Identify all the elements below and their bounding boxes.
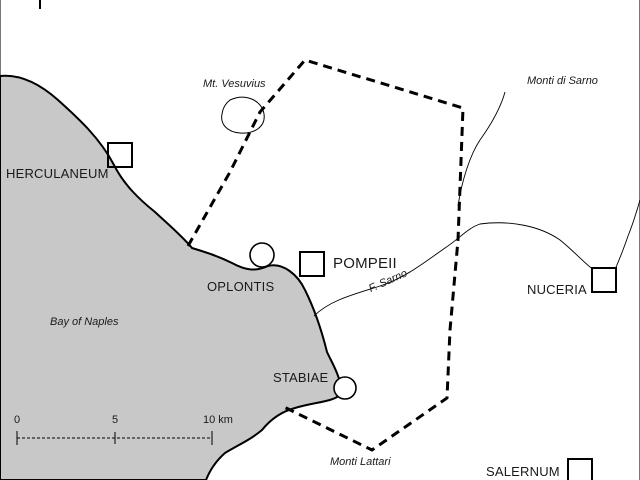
territory-boundary: [186, 58, 465, 452]
stabiae-circle-icon: [333, 376, 357, 400]
label-herculaneum: HERCULANEUM: [6, 166, 109, 181]
label-salernum: SALERNUM: [486, 464, 560, 479]
river-tributary-east: [613, 199, 640, 273]
label-monti-sarno: Monti di Sarno: [527, 75, 598, 87]
vesuvius-crater: [221, 96, 265, 134]
label-stabiae: STABIAE: [273, 370, 329, 385]
scale-label-5: 5: [112, 414, 119, 426]
label-vesuvius: Mt. Vesuvius: [203, 78, 266, 90]
bay-of-naples-sea: [0, 74, 342, 480]
river-tributary-north: [457, 91, 506, 207]
label-pompeii: POMPEII: [333, 255, 397, 272]
salernum-square-icon: [567, 458, 593, 480]
label-bay-of-naples: Bay of Naples: [50, 316, 119, 328]
herculaneum-square-icon: [107, 142, 133, 168]
nuceria-square-icon: [591, 267, 617, 293]
label-monti-lattari: Monti Lattari: [330, 456, 391, 468]
river-sarno: [313, 222, 595, 317]
label-nuceria: NUCERIA: [527, 282, 587, 297]
pompeii-square-icon: [299, 251, 325, 277]
oplontis-circle-icon: [249, 242, 275, 268]
scale-label-10km: 10 km: [203, 414, 233, 426]
scale-label-0: 0: [14, 414, 21, 426]
label-oplontis: OPLONTIS: [207, 279, 275, 294]
scale-bar: [16, 431, 213, 445]
